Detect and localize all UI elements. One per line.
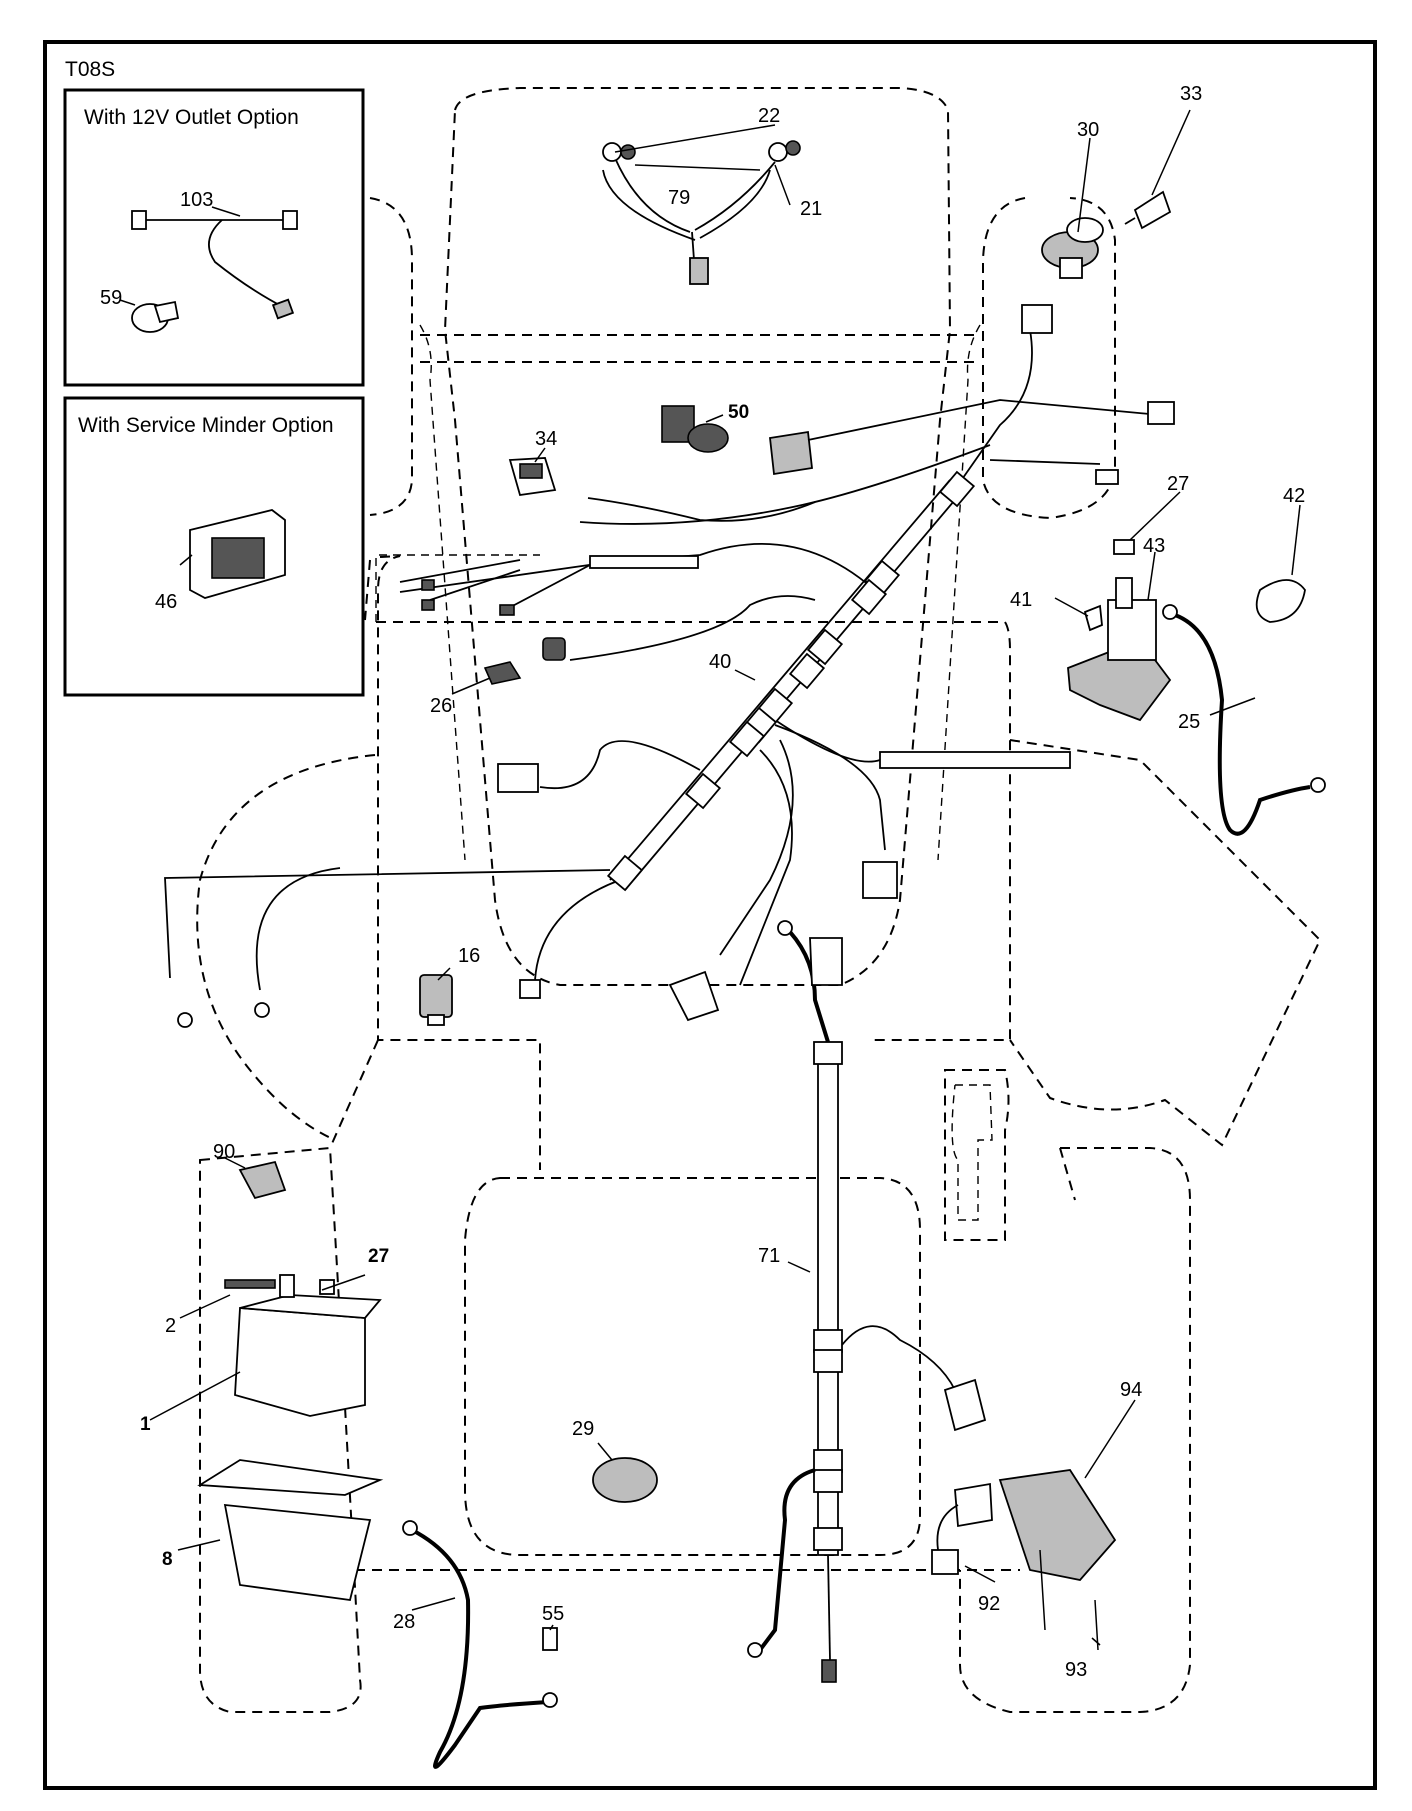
leader-lines bbox=[119, 109, 1301, 1646]
callout-27-top: 27 bbox=[1167, 473, 1189, 495]
callout-27-battery: 27 bbox=[368, 1246, 389, 1267]
callout-41: 41 bbox=[1010, 589, 1032, 611]
callout-92: 92 bbox=[978, 1593, 1000, 1615]
callout-28: 28 bbox=[393, 1611, 415, 1633]
callout-50: 50 bbox=[728, 402, 749, 423]
callout-40: 40 bbox=[709, 651, 731, 673]
callout-71: 71 bbox=[758, 1245, 780, 1267]
battery-tray bbox=[197, 1459, 384, 1602]
callout-25: 25 bbox=[1178, 711, 1200, 733]
callout-79: 79 bbox=[668, 187, 690, 209]
callout-46: 46 bbox=[155, 591, 177, 613]
ignition-key bbox=[1124, 190, 1172, 230]
diagram-frame bbox=[43, 40, 1377, 1790]
outlet-option-title: With 12V Outlet Option bbox=[84, 106, 299, 129]
service-minder-inset: With Service Minder Option bbox=[63, 396, 365, 697]
callout-90: 90 bbox=[213, 1141, 235, 1163]
interlock-module bbox=[931, 1469, 1117, 1651]
callout-94: 94 bbox=[1120, 1379, 1142, 1401]
service-minder-title: With Service Minder Option bbox=[78, 414, 334, 437]
callout-8: 8 bbox=[162, 1549, 173, 1570]
tractor-outline bbox=[196, 87, 1322, 1713]
callout-26: 26 bbox=[430, 695, 452, 717]
callout-55: 55 bbox=[542, 1603, 564, 1625]
callout-2: 2 bbox=[165, 1315, 176, 1337]
callout-33: 33 bbox=[1180, 83, 1202, 105]
callout-21: 21 bbox=[800, 198, 822, 220]
headlight-harness bbox=[602, 140, 801, 285]
callout-34: 34 bbox=[535, 428, 557, 450]
callout-29: 29 bbox=[572, 1418, 594, 1440]
main-harness bbox=[164, 304, 1175, 1028]
callout-22: 22 bbox=[758, 105, 780, 127]
pto-switch bbox=[661, 405, 729, 453]
ignition-switch bbox=[1041, 217, 1104, 279]
light-switch bbox=[508, 457, 557, 497]
diagram-code: T08S bbox=[65, 58, 115, 81]
switch-90 bbox=[238, 1160, 287, 1200]
battery-cable-28 bbox=[411, 1528, 549, 1769]
callout-103: 103 bbox=[180, 189, 213, 211]
outlet-option-inset: With 12V Outlet Option bbox=[63, 88, 365, 387]
rear-harness bbox=[747, 920, 987, 1683]
starter-solenoid bbox=[1067, 539, 1306, 722]
callout-43: 43 bbox=[1143, 535, 1165, 557]
callout-16: 16 bbox=[458, 945, 480, 967]
callout-93: 93 bbox=[1065, 1659, 1087, 1681]
seat-switch bbox=[592, 1457, 658, 1503]
callout-30: 30 bbox=[1077, 119, 1099, 141]
bolt-55 bbox=[542, 1627, 558, 1651]
battery bbox=[224, 1274, 382, 1417]
callout-1: 1 bbox=[140, 1414, 151, 1435]
battery-cable-25 bbox=[1174, 613, 1311, 836]
relay bbox=[419, 974, 453, 1026]
callout-59: 59 bbox=[100, 287, 122, 309]
callout-42: 42 bbox=[1283, 485, 1305, 507]
callout-labels: 103 59 46 22 79 21 30 33 50 34 27 42 43 … bbox=[100, 83, 1305, 1681]
